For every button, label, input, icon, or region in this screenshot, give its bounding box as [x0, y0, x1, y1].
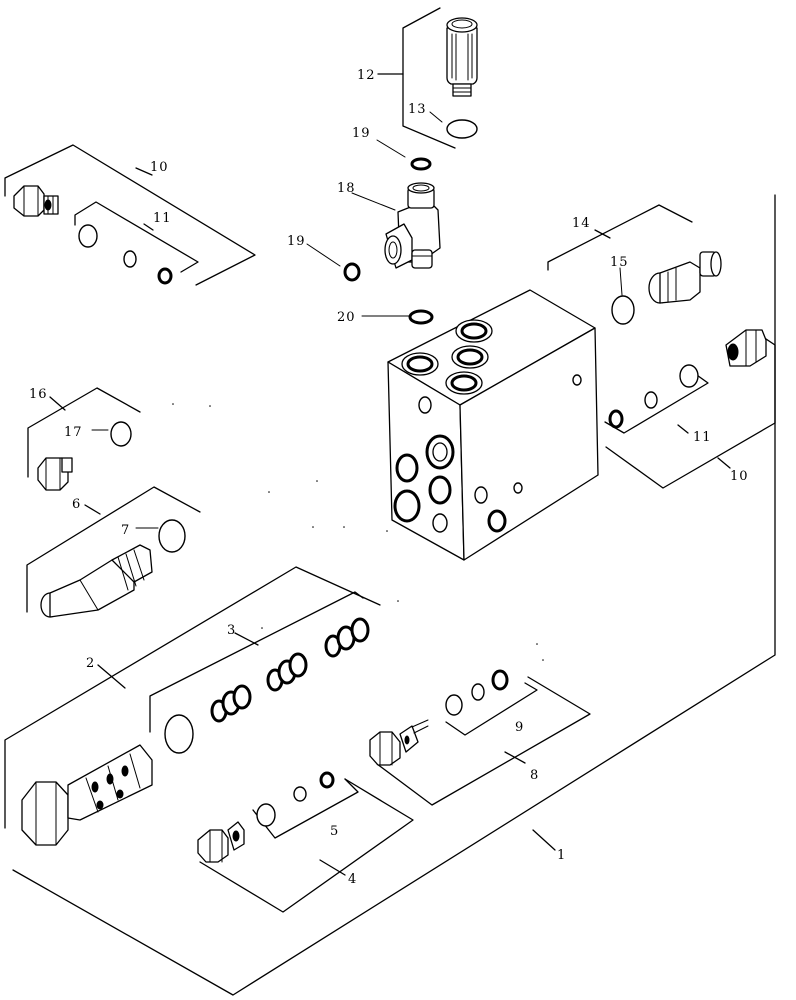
bracket-16	[27, 387, 141, 478]
o-ring-19-side	[343, 262, 361, 282]
seal-kit-part-3	[210, 617, 370, 723]
o-ring-large-2	[164, 714, 194, 754]
label-5: 5	[330, 824, 339, 839]
o-ring-5-c	[319, 771, 335, 789]
callout-labels: 12 13 19 18 19 20 10 11 14 15 11 10 16 1…	[29, 68, 749, 887]
cartridge-part-10-right	[725, 329, 767, 367]
bracket-10-left	[4, 144, 256, 286]
o-ring-9-c	[491, 669, 509, 691]
label-19-side: 19	[287, 234, 306, 249]
bracket-11-left	[74, 201, 199, 273]
label-19-top: 19	[352, 126, 371, 141]
o-ring-11-left-a	[78, 224, 98, 248]
o-ring-5-b	[293, 786, 307, 802]
cartridge-part-4	[197, 821, 245, 863]
bracket-14	[547, 204, 693, 271]
o-ring-13	[446, 119, 478, 139]
cartridge-part-8	[369, 719, 429, 766]
valve-block-body	[387, 289, 599, 561]
o-ring-9-a	[445, 694, 463, 716]
cartridge-part-10-left	[13, 185, 59, 217]
bracket-2	[4, 566, 381, 829]
label-18: 18	[337, 181, 356, 196]
o-ring-11-right-c	[608, 409, 624, 429]
cartridge-part-6	[40, 544, 153, 618]
label-11-left: 11	[153, 211, 172, 226]
o-ring-5-a	[256, 803, 276, 827]
label-7: 7	[121, 523, 130, 538]
bracket-1	[12, 194, 776, 996]
bracket-8	[376, 676, 591, 806]
bracket-10-right	[605, 334, 776, 489]
relief-cap-part-12	[446, 17, 478, 97]
label-10-right: 10	[730, 469, 749, 484]
label-3: 3	[227, 623, 236, 638]
leader-lines	[91, 111, 623, 529]
cartridge-part-2	[21, 744, 153, 846]
label-12: 12	[357, 68, 376, 83]
label-4: 4	[348, 872, 357, 887]
label-6: 6	[72, 497, 81, 512]
label-9: 9	[515, 720, 524, 735]
label-15: 15	[610, 255, 629, 270]
o-ring-17	[110, 421, 132, 447]
o-ring-11-left-b	[123, 250, 137, 268]
label-16: 16	[29, 387, 48, 402]
bracket-9	[445, 682, 538, 736]
o-ring-11-left-c	[157, 267, 173, 285]
o-ring-7	[158, 519, 186, 553]
bracket-12	[377, 7, 456, 149]
bracket-3	[149, 591, 364, 733]
label-20: 20	[337, 310, 356, 325]
label-1: 1	[557, 848, 566, 863]
label-8: 8	[530, 768, 539, 783]
bracket-6	[26, 486, 201, 613]
plug-part-14	[648, 251, 722, 304]
o-ring-11-right-b	[644, 391, 658, 409]
label-11-right: 11	[693, 430, 712, 445]
label-13: 13	[408, 102, 427, 117]
o-ring-9-b	[471, 683, 485, 701]
label-17: 17	[64, 425, 83, 440]
o-ring-11-right-a	[679, 364, 699, 388]
bracket-4	[199, 778, 414, 913]
label-10-left: 10	[150, 160, 169, 175]
scan-specks	[172, 403, 544, 661]
o-ring-19-top	[410, 157, 432, 171]
label-14: 14	[572, 216, 591, 231]
o-ring-20	[408, 309, 434, 325]
fitting-part-18	[384, 182, 441, 269]
label-2: 2	[86, 656, 95, 671]
plug-part-16	[37, 457, 73, 491]
o-ring-15	[611, 295, 635, 325]
